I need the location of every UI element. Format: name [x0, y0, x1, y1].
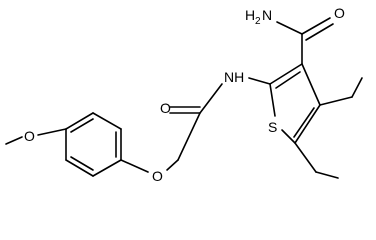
- thiophene-bond-c2-c3: [269, 63, 303, 85]
- methoxy-oxygen-label: O: [24, 128, 35, 144]
- bond-c5-methyl: [294, 142, 317, 173]
- benzene-bond-1: [65, 112, 94, 130]
- thiophene-bond-c3-c4: [301, 63, 321, 106]
- carbonyl-oxygen-right-label: O: [334, 5, 345, 21]
- benzene-bond-4: [92, 159, 122, 177]
- bond-ether-o-ch2: [166, 159, 179, 171]
- amide-nh-label: NH: [224, 69, 244, 85]
- thiophene-bond-c4-c5: [294, 104, 321, 144]
- bond-amide-c-o-right-2: [305, 23, 334, 41]
- bond-nh-thiophene-c2: [248, 77, 271, 85]
- bond-methyl-methoxy-o: [5, 136, 23, 145]
- nh2-h-label: H: [245, 7, 255, 23]
- thiophene-sulfur-label: S: [268, 119, 277, 135]
- thiophene-double-bond-c4-c5: [293, 107, 315, 138]
- nh2-n-label: N: [262, 7, 272, 23]
- chemical-structure-diagram: O O O NH S O H 2 N: [5, 5, 363, 184]
- bond-ch2-carbonyl-c: [177, 112, 201, 161]
- bond-amide-c-o-right-1: [301, 17, 331, 35]
- thiophene-bond-s-c2: [269, 83, 276, 117]
- thiophene-bond-c5-s: [281, 129, 296, 144]
- bond-methoxy-o-ring: [37, 128, 67, 136]
- methyl-c4-stub: [351, 77, 363, 98]
- benzene-double-bond-inner-3: [70, 156, 94, 171]
- benzene-bond-5: [65, 159, 94, 177]
- ether-oxygen-label: O: [152, 168, 163, 184]
- methyl-c5-stub: [315, 171, 339, 179]
- bond-ring-ether-o: [120, 159, 149, 173]
- thiophene-double-bond-c2-c3: [275, 71, 301, 89]
- bond-carbonyl-c-nh: [199, 83, 223, 114]
- benzene-double-bond-inner-1: [70, 118, 94, 133]
- benzene-bond-2: [92, 112, 122, 130]
- nh2-subscript-label: 2: [255, 16, 261, 27]
- bond-amide-c-nh2: [276, 21, 303, 35]
- carbonyl-oxygen-left-label: O: [160, 100, 171, 116]
- bond-c4-methyl: [319, 96, 353, 106]
